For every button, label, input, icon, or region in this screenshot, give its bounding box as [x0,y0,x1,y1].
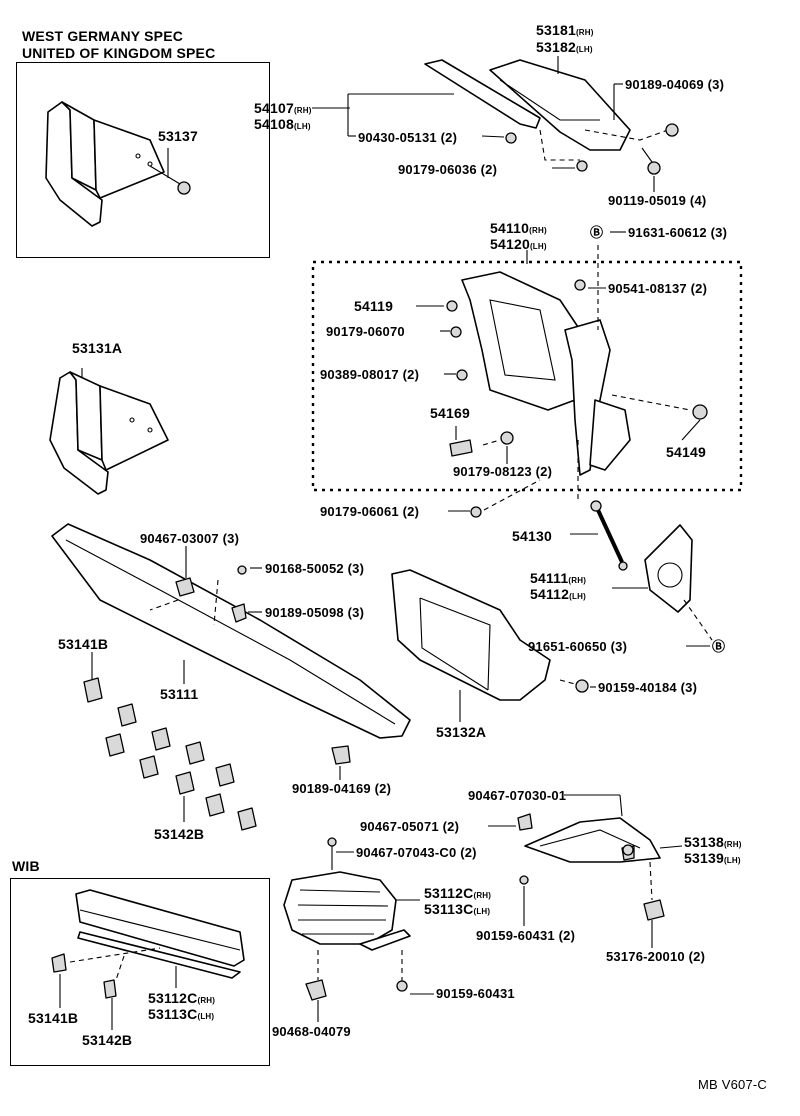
label-90159-60431: 90159-60431 [436,986,515,1001]
label-53138: 53138(RH) [684,834,742,850]
label-90467-07043: 90467-07043-C0 (2) [356,845,477,860]
label-90468: 90468-04079 [272,1024,351,1039]
label-90189-04069: 90189-04069 (3) [625,77,725,92]
label-54111: 54111(RH) [530,570,587,586]
label-53176: 53176-20010 (2) [606,949,706,964]
label-90467-03007: 90467-03007 (3) [140,531,240,546]
label-53112C: 53112C(RH) [424,885,492,901]
label-90168: 90168-50052 (3) [265,561,365,576]
wib-label-53112C: 53112C(RH) [148,990,216,1006]
label-90179-08123: 90179-08123 (2) [453,464,553,479]
label-54130: 54130 [512,528,552,544]
bracket-54111-drawing [644,524,713,641]
label-90389: 90389-08017 (2) [320,367,420,382]
wib-box [10,878,270,1066]
label-90467-07030: 90467-07030-01 [468,788,567,803]
spec-title-line1: WEST GERMANY SPEC [22,28,184,44]
label-90119: 90119-05019 (4) [608,193,707,208]
label-54120: 54120(LH) [490,236,547,252]
wib-grille-drawing [51,889,245,999]
label-53141B: 53141B [58,636,109,652]
label-53113C: 53113C(LH) [424,901,491,917]
label-90189-04169: 90189-04169 (2) [292,781,392,796]
wib-label-53142B: 53142B [82,1032,133,1048]
label-54112: 54112(LH) [530,586,586,602]
label-90179-06070: 90179-06070 [326,324,405,339]
label-54110: 54110(RH) [490,220,547,236]
grille-53112C-drawing [283,837,634,1001]
label-90467-05071: 90467-05071 (2) [360,819,460,834]
label-90179-06061: 90179-06061 (2) [320,504,420,519]
wib-label-53113C: 53113C(LH) [148,1006,215,1022]
label-53131A: 53131A [72,340,123,356]
marker-b-bottom: Ⓑ [712,639,726,654]
marker-b-top: Ⓑ [590,225,604,240]
label-53181: 53181(RH) [536,22,594,38]
bracket-53137-drawing [45,101,191,227]
wib-title: WIB [12,858,40,874]
bracket-53131A-drawing [49,371,169,495]
label-54108: 54108(LH) [254,116,311,132]
label-53111: 53111 [160,686,199,702]
label-90430: 90430-05131 (2) [358,130,458,145]
label-90159-60431-2: 90159-60431 (2) [476,928,576,943]
label-53137: 53137 [158,128,198,144]
spec-box [16,62,270,258]
label-53139: 53139(LH) [684,850,741,866]
label-54169: 54169 [430,405,470,421]
label-54149: 54149 [666,444,706,460]
spec-title-line2: UNITED OF KINGDOM SPEC [22,45,216,61]
lamp-housing-54110-drawing [446,245,708,518]
label-53142B: 53142B [154,826,205,842]
clips-drawing [149,565,351,765]
label-90541: 90541-08137 (2) [608,281,708,296]
label-90159-40184: 90159-40184 (3) [598,680,698,695]
diagram-code: MB V607-C [698,1077,767,1092]
upper-brackets-drawing [424,59,679,175]
small-blocks-drawing [83,677,257,831]
rod-54130-drawing [590,500,628,571]
cover-53138-drawing [517,813,665,921]
label-54107: 54107(RH) [254,100,312,116]
label-90189-05098: 90189-05098 (3) [265,605,365,620]
label-91651: 91651-60650 (3) [528,639,628,654]
label-91631: 91631-60612 (3) [628,225,728,240]
label-53182: 53182(LH) [536,39,593,55]
label-90179-06036: 90179-06036 (2) [398,162,498,177]
label-54119: 54119 [354,298,394,314]
bracket-53132A-drawing [391,569,589,701]
wib-label-53141B: 53141B [28,1010,79,1026]
label-53132A: 53132A [436,724,487,740]
bar-53111-drawing [51,523,411,739]
